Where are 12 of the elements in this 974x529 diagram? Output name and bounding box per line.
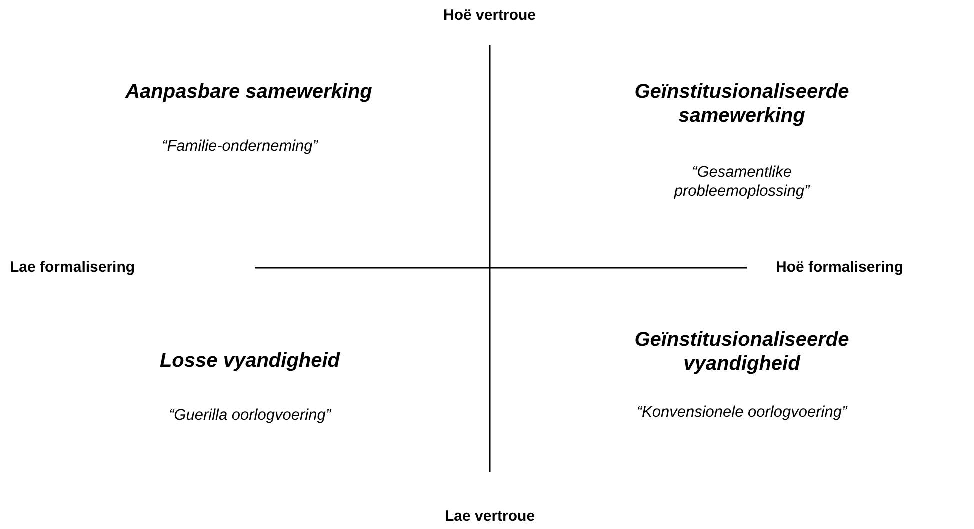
axis-label: Lae formalisering: [10, 259, 136, 277]
quadrant-title: Geïnstitusionaliseerde vyandigheid: [634, 328, 850, 376]
quadrant-example: “Guerilla oorlogvoering”: [168, 407, 332, 426]
quadrant-title: Losse vyandigheid: [158, 349, 342, 373]
quadrant-example: “Gesamentlike probleemoplossing”: [673, 164, 812, 202]
axis-label: Hoë vertroue: [444, 7, 536, 25]
quadrant-title: Aanpasbare samewerking: [124, 80, 374, 104]
quadrant-title: Geïnstitusionaliseerde samewerking: [634, 80, 850, 128]
axis-label: Hoë formalisering: [776, 259, 904, 277]
quadrant-example: “Konvensionele oorlogvoering”: [636, 404, 849, 423]
axis-label: Lae vertroue: [445, 508, 536, 526]
quadrant-example: “Familie-onderneming”: [161, 138, 320, 157]
